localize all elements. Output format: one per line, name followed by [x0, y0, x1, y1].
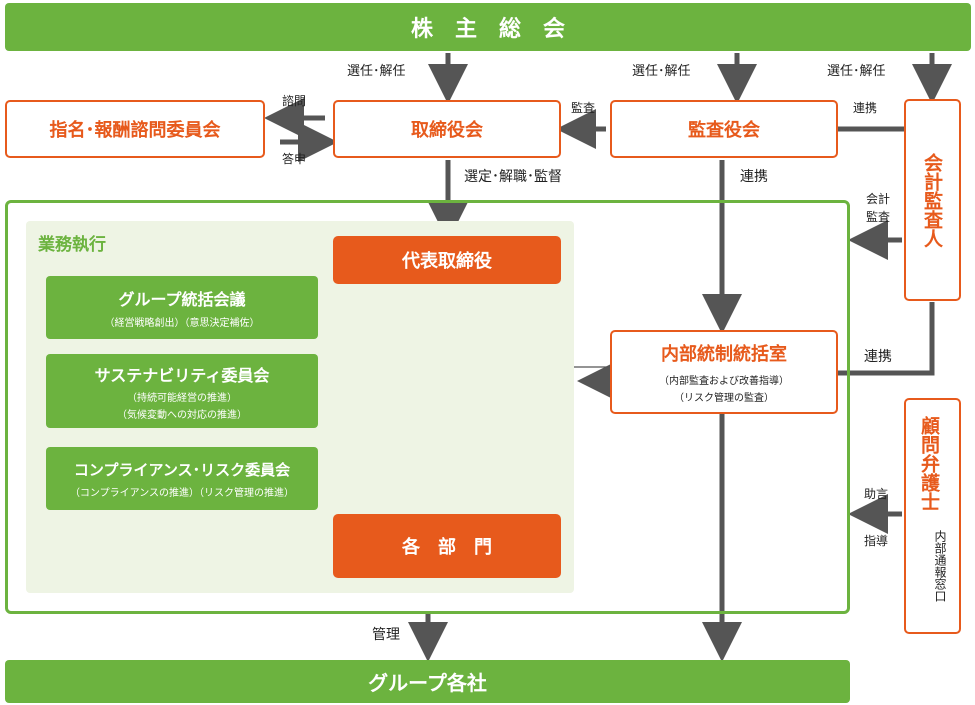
shareholders-meeting-label: 株 主 総 会: [410, 17, 565, 42]
representative-director-label: 代表取締役: [402, 251, 492, 272]
compliance-committee-sub: （コンプライアンスの推進）（リスク管理の推進）: [69, 487, 295, 499]
execution-frame: [5, 200, 850, 614]
internal-control-office-sub1: （内部監査および改善指導）: [659, 376, 789, 387]
label-select-supervise: 選定･解職･監督: [464, 169, 562, 185]
internal-control-office: 内部統制統括室 （内部監査および改善指導） （リスク管理の監査）: [610, 330, 838, 414]
nomination-committee: 指名･報酬諮問委員会: [5, 100, 265, 158]
line-cooperation-3: [838, 302, 935, 376]
label-elect-dismiss-2: 選任･解任: [632, 64, 691, 79]
label-cooperation-2: 連携: [740, 169, 768, 185]
nomination-committee-label: 指名･報酬諮問委員会: [49, 120, 221, 141]
label-audit: 監査: [571, 101, 596, 115]
label-cooperation-1: 連携: [853, 101, 878, 115]
legal-advisor-label: 顧問弁護士: [918, 416, 940, 511]
label-report: 答申: [282, 152, 307, 166]
internal-reporting-desk-label: 内部通報窓口: [933, 530, 947, 602]
group-management-council: グループ統括会議 （経営戦略創出）（意思決定補佐）: [46, 276, 318, 339]
departments: 各 部 門: [333, 514, 561, 578]
label-guidance: 指導: [864, 534, 889, 548]
sustainability-committee-sub2: （気候変動への対応の推進）: [117, 409, 247, 421]
business-execution-label: 業務執行: [38, 235, 106, 255]
label-consult: 諮問: [282, 94, 307, 108]
label-accounting-audit-1: 会計: [866, 192, 891, 206]
sustainability-committee-label: サステナビリティ委員会: [94, 365, 270, 385]
audit-board-label: 監査役会: [688, 120, 760, 141]
internal-control-office-label: 内部統制統括室: [661, 344, 787, 365]
compliance-committee: コンプライアンス･リスク委員会 （コンプライアンスの推進）（リスク管理の推進）: [46, 447, 318, 510]
audit-board: 監査役会: [610, 100, 838, 158]
accounting-auditor: 会計監査人: [904, 99, 961, 301]
label-management: 管理: [372, 627, 400, 643]
accounting-auditor-label: 会計監査人: [921, 152, 943, 248]
group-companies: グループ各社: [5, 660, 850, 703]
representative-director: 代表取締役: [333, 236, 561, 284]
label-advice: 助言: [864, 487, 889, 501]
sustainability-committee: サステナビリティ委員会 （持続可能経営の推進） （気候変動への対応の推進）: [46, 354, 318, 428]
group-companies-label: グループ各社: [368, 671, 487, 695]
sustainability-committee-sub1: （持続可能経営の推進）: [127, 392, 237, 404]
label-cooperation-3: 連携: [864, 349, 892, 365]
departments-label: 各 部 門: [402, 537, 492, 558]
internal-control-office-sub2: （リスク管理の監査）: [674, 393, 774, 404]
label-elect-dismiss-3: 選任･解任: [827, 64, 886, 79]
compliance-committee-label: コンプライアンス･リスク委員会: [73, 460, 291, 479]
shareholders-meeting: 株 主 総 会: [5, 3, 971, 51]
group-management-council-label: グループ統括会議: [118, 290, 246, 309]
label-accounting-audit-2: 監査: [866, 210, 891, 224]
legal-advisor: 顧問弁護士 内部通報窓口: [904, 398, 961, 634]
board-of-directors: 取締役会: [333, 100, 561, 158]
label-elect-dismiss-1: 選任･解任: [347, 64, 406, 79]
board-of-directors-label: 取締役会: [411, 120, 483, 141]
group-management-council-sub: （経営戦略創出）（意思決定補佐）: [104, 318, 260, 329]
